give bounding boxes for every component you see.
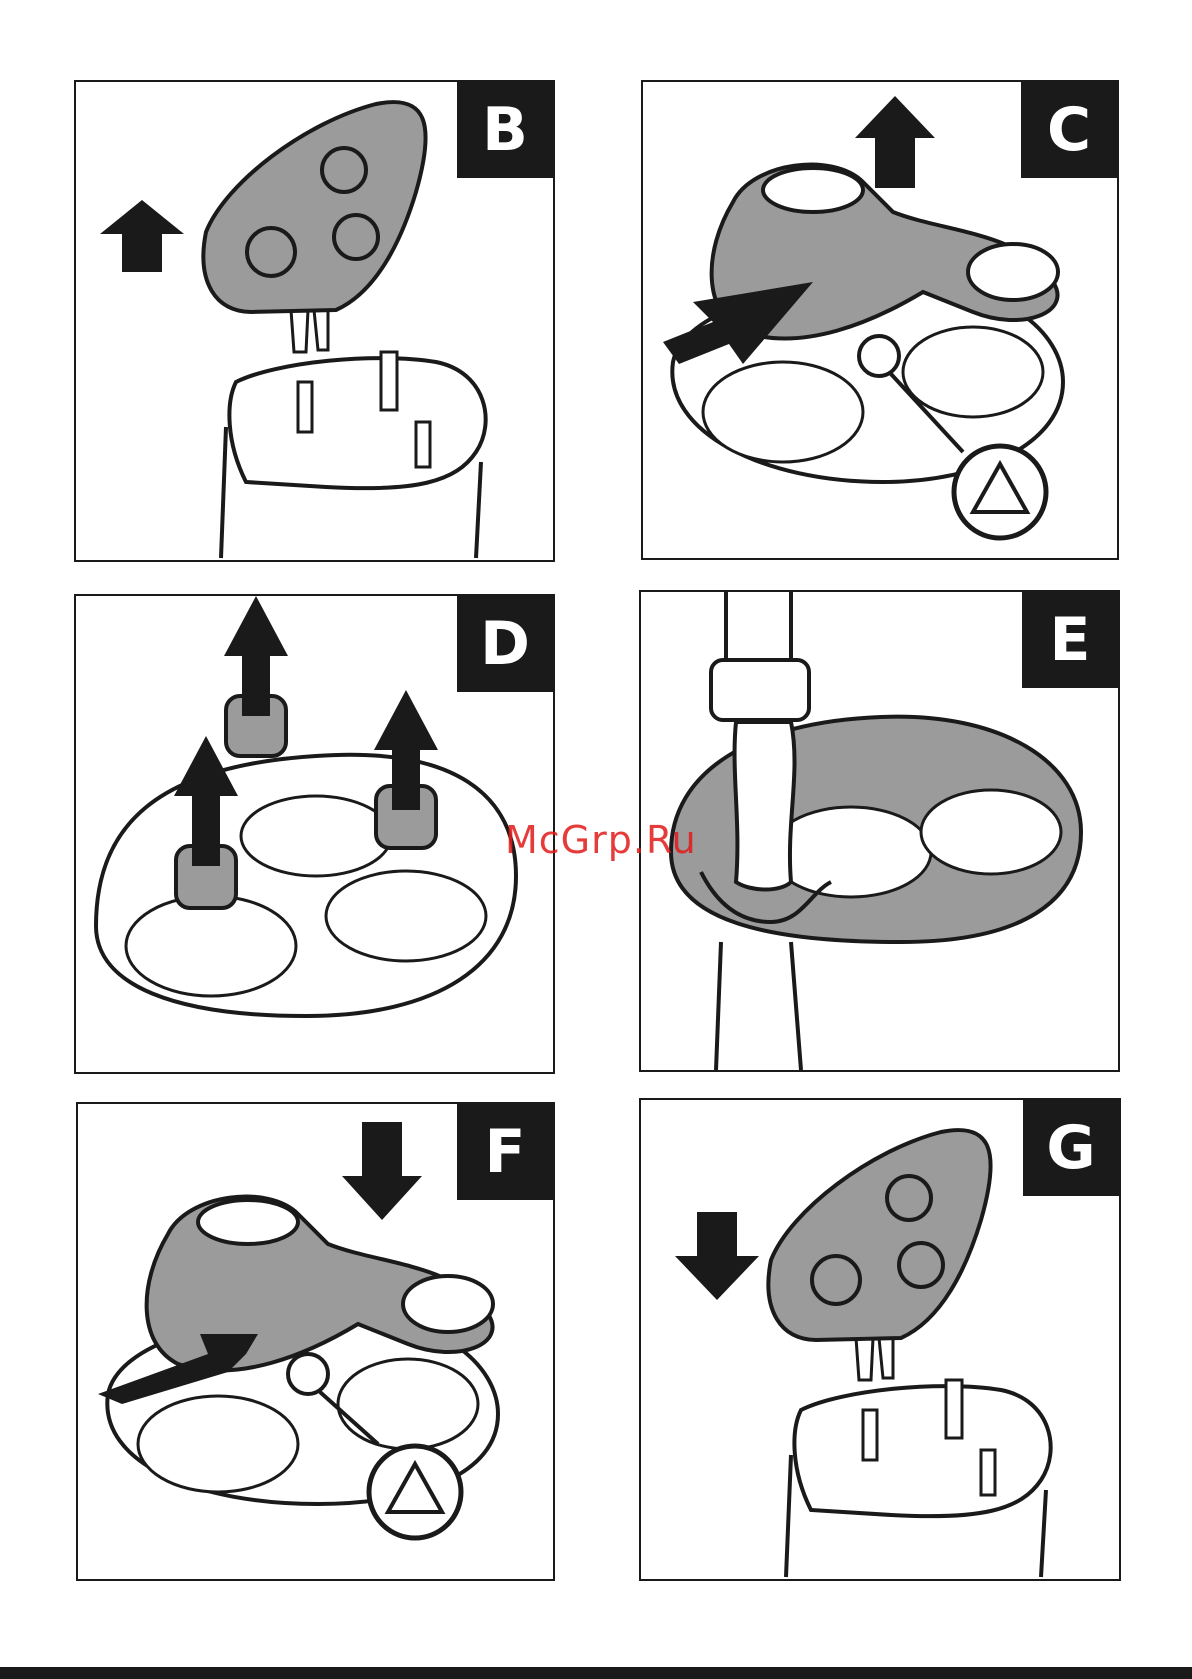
watermark: McGrp.Ru bbox=[505, 818, 697, 862]
cutter-chamber bbox=[138, 1396, 298, 1492]
spring-clip bbox=[291, 310, 328, 352]
water-stream-icon bbox=[735, 722, 795, 890]
shaver-unit-top bbox=[229, 358, 485, 488]
shaver-unit-top bbox=[794, 1386, 1050, 1516]
triangle-lock-icon bbox=[954, 446, 1046, 538]
step-label-badge: D bbox=[457, 596, 553, 692]
panel-d: D bbox=[74, 594, 555, 1074]
tap-pipe bbox=[726, 592, 791, 662]
lock-indicator-small bbox=[859, 336, 899, 376]
arrow-down-icon bbox=[342, 1122, 422, 1220]
shaft bbox=[416, 422, 430, 467]
step-label-badge: C bbox=[1021, 82, 1117, 178]
shaft bbox=[981, 1450, 995, 1495]
shaft bbox=[863, 1410, 877, 1460]
tap-nozzle bbox=[711, 660, 809, 720]
panel-b: B bbox=[74, 80, 555, 562]
lock-indicator-small bbox=[288, 1354, 328, 1394]
shaft bbox=[946, 1380, 962, 1438]
triangle-lock-icon bbox=[369, 1446, 461, 1538]
cutter-chamber bbox=[126, 896, 296, 996]
cutter-chamber bbox=[703, 362, 863, 462]
cutter-chamber bbox=[903, 327, 1043, 417]
step-label-badge: G bbox=[1023, 1100, 1119, 1196]
shaver-holder bbox=[768, 1130, 990, 1340]
shaft bbox=[381, 352, 397, 410]
retainer-handle bbox=[198, 1200, 298, 1244]
panel-f: F bbox=[76, 1102, 555, 1581]
retainer-handle bbox=[763, 168, 863, 212]
arrow-up-icon bbox=[100, 200, 184, 272]
spring-clip bbox=[856, 1338, 893, 1380]
arrow-up-icon bbox=[855, 96, 935, 188]
arrow-down-icon bbox=[675, 1212, 759, 1300]
cutter-chamber bbox=[338, 1359, 478, 1449]
step-label-badge: B bbox=[457, 82, 553, 178]
panel-g: G bbox=[639, 1098, 1121, 1581]
shaft bbox=[298, 382, 312, 432]
cutter-chamber bbox=[241, 796, 391, 876]
step-label-badge: E bbox=[1022, 592, 1118, 688]
panel-c: C bbox=[641, 80, 1119, 560]
cutter-chamber bbox=[771, 807, 931, 897]
step-label-badge: F bbox=[457, 1104, 553, 1200]
panel-e: E bbox=[639, 590, 1120, 1072]
bottom-rule bbox=[0, 1667, 1192, 1679]
water-runoff bbox=[716, 942, 801, 1070]
cutter-chamber bbox=[326, 871, 486, 961]
retainer-handle bbox=[403, 1276, 493, 1332]
cutter-chamber bbox=[921, 790, 1061, 874]
retainer-handle bbox=[968, 244, 1058, 300]
shaver-holder bbox=[203, 102, 425, 312]
